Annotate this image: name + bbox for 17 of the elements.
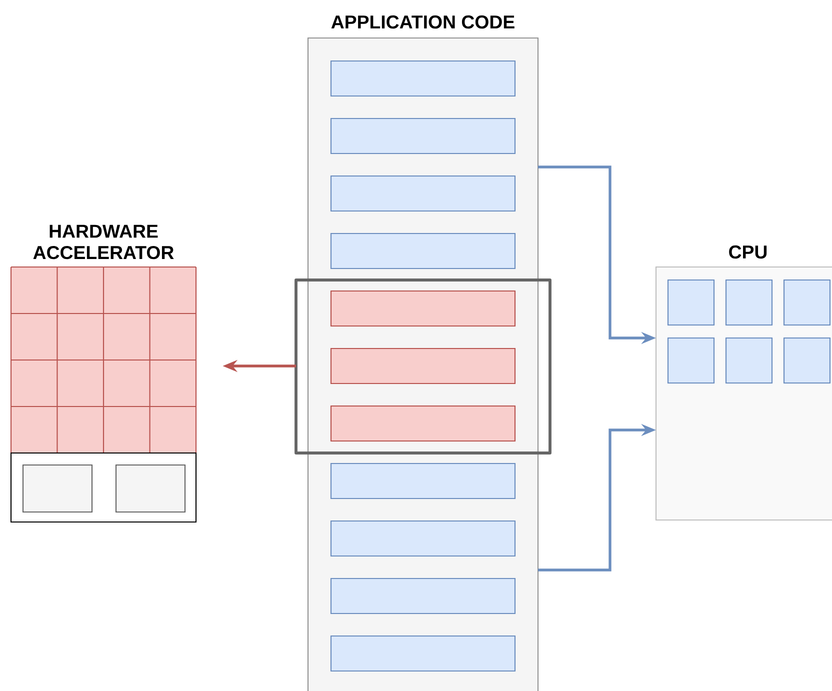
- code-block: [330, 175, 516, 212]
- node-label: APPLICATION CODE: [331, 15, 514, 29]
- cpu-drawing: CPU: [655, 245, 832, 521]
- code-block: [330, 520, 516, 557]
- code-block: [330, 578, 516, 614]
- node-label: CPU: [729, 245, 767, 259]
- code-block: [330, 118, 516, 154]
- code-block: [330, 290, 516, 327]
- code-block: [330, 348, 516, 384]
- code-block: [330, 60, 516, 97]
- accelerator-drawing: HARDWARE ACCELERATOR: [10, 224, 197, 523]
- code-block: [330, 232, 516, 270]
- node-label: HARDWARE ACCELERATOR: [33, 224, 174, 260]
- highlight-frame: [294, 278, 552, 454]
- code-block: [330, 635, 516, 672]
- code-block: [330, 405, 516, 442]
- code-block: [330, 462, 516, 500]
